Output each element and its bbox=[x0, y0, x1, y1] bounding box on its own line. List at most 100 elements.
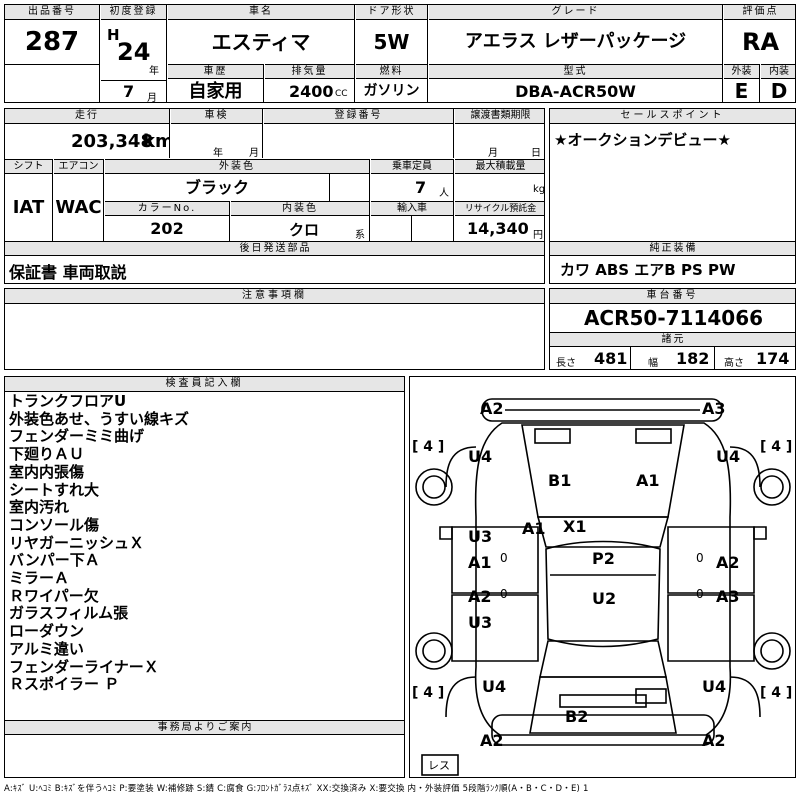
history-label: 車歴 bbox=[168, 64, 264, 79]
sales-point: ★オークションデビュー★ bbox=[554, 131, 731, 149]
intcolor: クロ bbox=[289, 221, 320, 239]
inspector-line: リヤガーニッシュＸ bbox=[9, 533, 145, 552]
ext-score: E bbox=[724, 79, 760, 102]
mark-hood-right: A1 bbox=[636, 471, 660, 490]
mark-zero1: 0 bbox=[500, 551, 508, 565]
tire-fl-shape bbox=[415, 468, 453, 506]
intcolor-cell: クロ 系 bbox=[231, 216, 370, 241]
displacement: 2400 bbox=[289, 82, 334, 101]
legend: A:ｷｽﾞ U:ﾍｺﾐ B:ｷｽﾞを伴うﾍｺﾐ P:要塗装 W:補修跡 S:錆 … bbox=[4, 784, 589, 794]
transfer-label: 譲渡書類期限 bbox=[455, 109, 544, 124]
inspector-line: 下廻りＡＵ bbox=[9, 445, 85, 464]
colorno-label: カラーNo. bbox=[105, 201, 230, 216]
mark-fender-rr: U4 bbox=[702, 677, 727, 696]
mark-front-left: A2 bbox=[480, 399, 504, 418]
roof-shape bbox=[545, 540, 661, 648]
later-items: 保証書 車両取説 bbox=[9, 263, 127, 281]
mark-tailgate: B2 bbox=[565, 707, 589, 726]
mark-windshield-x: X1 bbox=[563, 517, 587, 536]
sales-point-block: セールスポイント ★オークションデビュー★ 純正装備 カワ ABS エアB PS… bbox=[549, 108, 796, 284]
lot-number: 287 bbox=[5, 20, 100, 64]
capacity-unit: 人 bbox=[439, 188, 449, 199]
era: H bbox=[107, 26, 120, 44]
mark-door-rr: A3 bbox=[716, 587, 740, 606]
mark-door-fr: A2 bbox=[716, 553, 740, 572]
load-cell: kg bbox=[455, 174, 544, 201]
vehicle-info-block: 走行 車検 登録番号 譲渡書類期限 203,348 km 年 月 月 日 シフト… bbox=[4, 108, 545, 284]
capacity-cell: 7 人 bbox=[371, 174, 454, 201]
later-label: 後日発送部品 bbox=[5, 241, 544, 256]
recycle-cell: 14,340 円 bbox=[455, 216, 544, 241]
ext-label: 外装 bbox=[724, 64, 760, 79]
mark-rear-left: A2 bbox=[480, 731, 504, 750]
mark-tire-rr: [ 4 ] bbox=[760, 685, 793, 701]
inspector-line: 室内内張傷 bbox=[9, 462, 85, 481]
mark-tire-rl: [ 4 ] bbox=[412, 685, 445, 701]
inspector-lines: トランクフロアU 外装色あせ、うすい線キズ フェンダーミミ曲げ 下廻りＡＵ 室内… bbox=[5, 392, 404, 694]
spec-label: 諸元 bbox=[550, 332, 795, 347]
length: 481 bbox=[594, 349, 628, 368]
intcolor-label: 内装色 bbox=[231, 201, 370, 216]
inspector-line: バンパー下Ａ bbox=[9, 551, 100, 570]
door-left-shape bbox=[451, 526, 539, 594]
chassis-number: ACR50-7114066 bbox=[583, 306, 764, 330]
tire-fr-value: 4 bbox=[771, 439, 782, 455]
color-label: 外装色 bbox=[105, 159, 370, 174]
regno-label: 登録番号 bbox=[264, 109, 454, 124]
recycle-label: リサイクル預託金 bbox=[455, 201, 544, 216]
mileage-cell: 203,348 km bbox=[5, 124, 170, 158]
grade: アエラス レザーパッケージ bbox=[429, 20, 723, 64]
score-label: 評価点 bbox=[724, 5, 795, 20]
width-label: 幅 bbox=[648, 358, 658, 369]
mark-zero3: 0 bbox=[500, 587, 508, 601]
color-extra bbox=[331, 174, 370, 201]
model-label: 型式 bbox=[429, 64, 723, 79]
ac-label: エアコン bbox=[54, 159, 104, 174]
shift-label: シフト bbox=[5, 159, 53, 174]
mark-front-right: A3 bbox=[702, 399, 726, 418]
body-outline bbox=[474, 422, 732, 736]
fuel-label: 燃料 bbox=[356, 64, 428, 79]
mark-fender-rl: U4 bbox=[482, 677, 507, 696]
caution-block: 注意事項欄 bbox=[4, 288, 545, 370]
mark-fender-fr: U4 bbox=[716, 447, 741, 466]
reg-label: 初度登録 bbox=[101, 5, 167, 20]
width: 182 bbox=[676, 349, 710, 368]
capacity: 7 bbox=[415, 178, 427, 197]
mileage-unit: km bbox=[143, 131, 169, 152]
inspection-label: 車検 bbox=[171, 109, 263, 124]
mark-roof-front: P2 bbox=[592, 549, 615, 568]
tailgate-shape bbox=[529, 676, 677, 734]
mark-zero2: 0 bbox=[696, 551, 704, 565]
chassis-block: 車台番号 ACR50-7114066 諸元 長さ 481 幅 182 高さ 17… bbox=[549, 288, 796, 370]
inspector-line: シートすれ大 bbox=[9, 480, 100, 499]
color: ブラック bbox=[105, 174, 330, 201]
length-label: 長さ bbox=[556, 358, 576, 369]
int-label: 内装 bbox=[761, 64, 795, 79]
mark-door-fl-u: U3 bbox=[468, 527, 493, 546]
tire-rr-value: 4 bbox=[771, 685, 782, 701]
capacity-label: 乗車定員 bbox=[371, 159, 454, 174]
model: DBA-ACR50W bbox=[429, 79, 723, 102]
mark-door-rl-u: U3 bbox=[468, 613, 493, 632]
mark-tire-fr: [ 4 ] bbox=[760, 439, 793, 455]
insp-month-unit: 月 bbox=[249, 148, 259, 158]
inspection-cell: 年 月 bbox=[171, 124, 263, 158]
year-unit: 年 bbox=[149, 66, 159, 77]
insp-year-unit: 年 bbox=[213, 148, 223, 158]
inspector-line: Ｒワイパー欠 bbox=[9, 586, 99, 605]
history: 自家用 bbox=[168, 79, 264, 102]
windshield-shape bbox=[536, 516, 670, 548]
inspector-line: 外装色あせ、うすい線キズ bbox=[9, 409, 190, 428]
transfer-day-unit: 日 bbox=[531, 148, 541, 158]
mark-les: レス bbox=[428, 759, 450, 772]
shift: IAT bbox=[5, 174, 53, 241]
recycle: 14,340 bbox=[467, 219, 529, 238]
inspector-line: アルミ違い bbox=[9, 639, 84, 658]
reg-year: 24 bbox=[117, 38, 151, 66]
hood-shape bbox=[521, 424, 685, 518]
inspector-line: ガラスフィルム張 bbox=[9, 604, 129, 623]
header-block: 出品番号 287 初度登録 H 24 年 7 月 車名 エスティマ ドア形状 5… bbox=[4, 4, 796, 103]
mileage-label: 走行 bbox=[5, 109, 170, 124]
grade-label: グレード bbox=[429, 5, 723, 20]
